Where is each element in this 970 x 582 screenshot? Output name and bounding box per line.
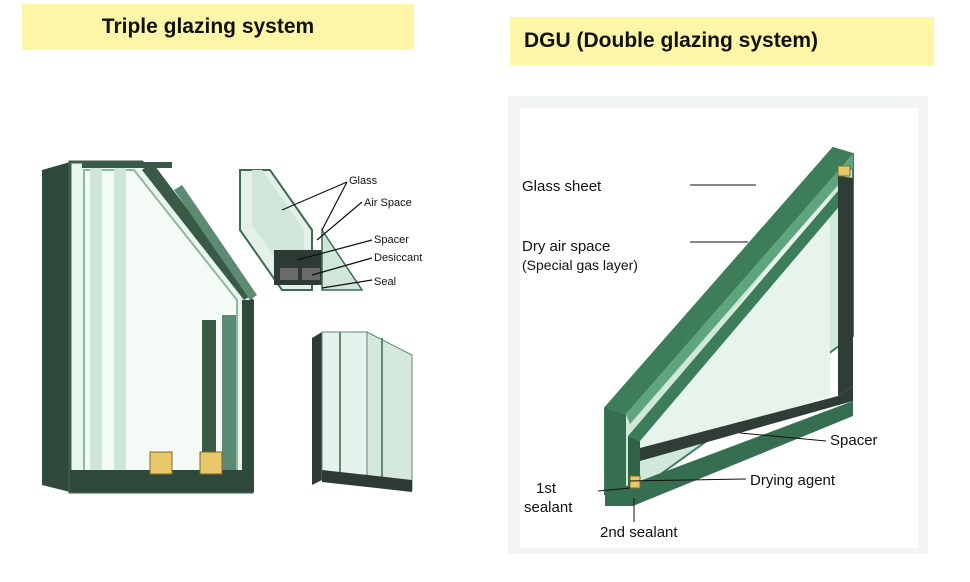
dgu-pane-unit <box>604 146 854 506</box>
label-drying-agent: Drying agent <box>750 472 836 489</box>
label-1st-sealant-line1: 1st <box>536 480 557 497</box>
label-seal: Seal <box>374 276 396 288</box>
label-dry-air-space: Dry air space <box>522 238 610 255</box>
triple-pane-unit <box>42 160 257 494</box>
triple-glazing-svg: Glass Air Space Spacer Desiccant Seal <box>22 140 442 510</box>
dgu-title: DGU (Double glazing system) <box>524 29 819 52</box>
cross-section-inset: Glass Air Space Spacer Desiccant Seal <box>239 169 422 291</box>
small-glazing-unit <box>312 331 413 492</box>
dgu-svg: Glass sheet Dry air space (Special gas l… <box>508 96 928 554</box>
label-special-gas: (Special gas layer) <box>522 257 638 273</box>
label-1st-sealant-line2: sealant <box>524 499 573 516</box>
dgu-title-box: DGU (Double glazing system) <box>510 17 934 65</box>
label-spacer-dgu: Spacer <box>830 432 878 449</box>
triple-glazing-title-box: Triple glazing system <box>22 4 414 50</box>
dgu-diagram: Glass sheet Dry air space (Special gas l… <box>508 96 928 554</box>
label-spacer: Spacer <box>374 234 409 246</box>
triple-glazing-diagram: Glass Air Space Spacer Desiccant Seal <box>22 140 442 510</box>
triple-glazing-title: Triple glazing system <box>101 15 315 38</box>
label-glass-sheet: Glass sheet <box>522 178 602 195</box>
label-air-space: Air Space <box>364 197 412 209</box>
label-2nd-sealant: 2nd sealant <box>600 524 678 541</box>
label-glass: Glass <box>349 175 378 187</box>
label-desiccant: Desiccant <box>374 252 422 264</box>
